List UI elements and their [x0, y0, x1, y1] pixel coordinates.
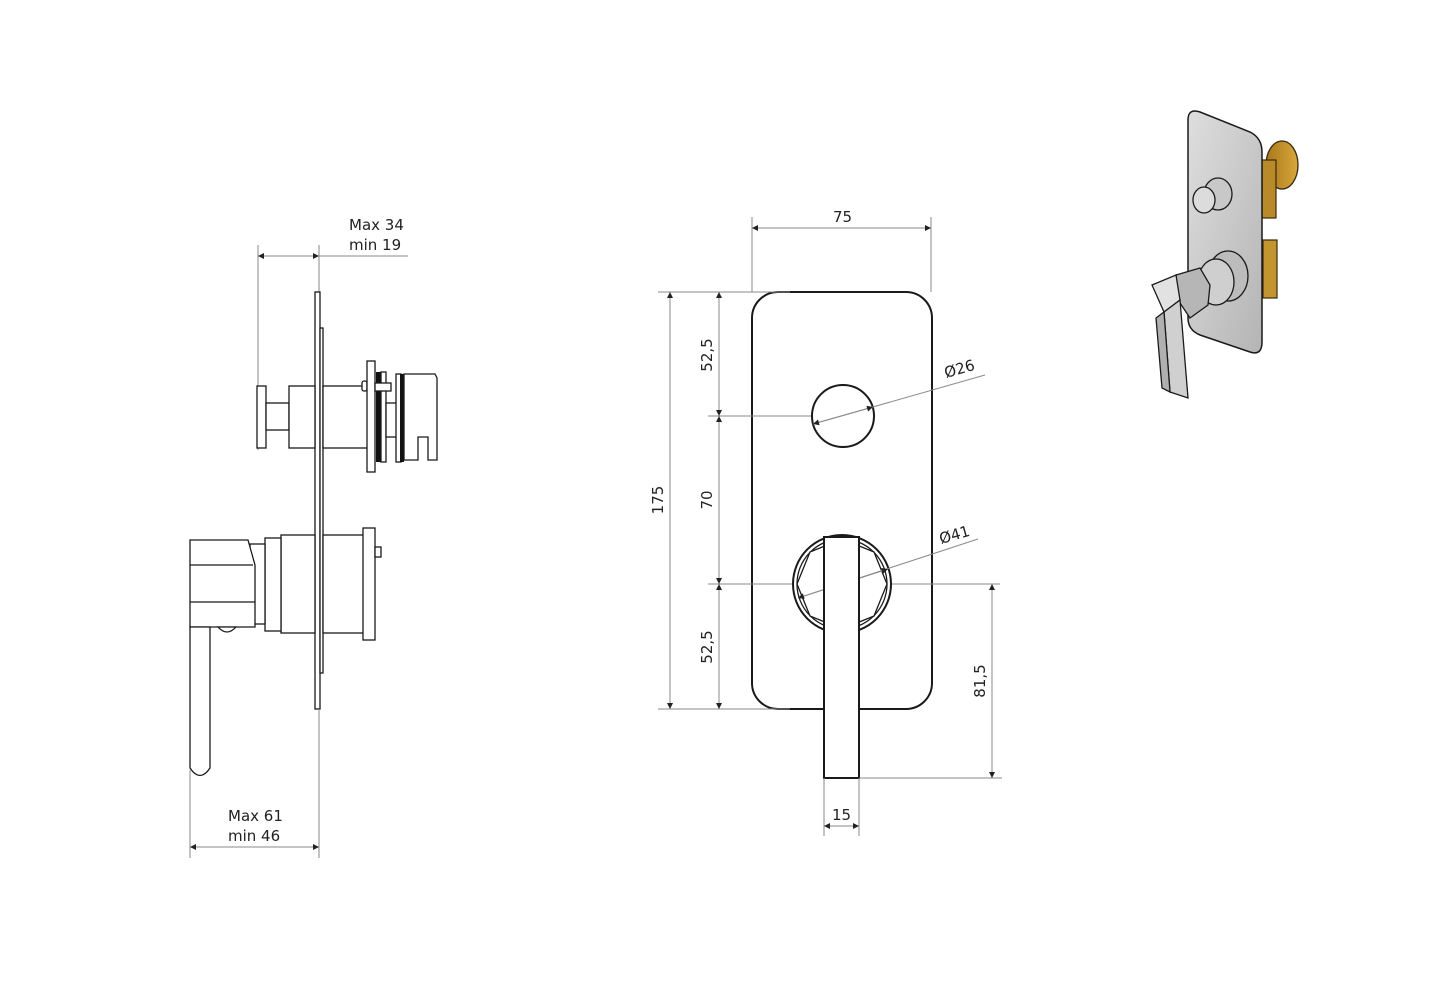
lever-front	[823, 536, 860, 779]
side-top-dimension: Max 34 min 19	[257, 216, 408, 450]
side-top-min-label: min 19	[349, 236, 401, 254]
side-top-max-label: Max 34	[349, 216, 404, 234]
lever-width-label: 15	[832, 806, 851, 824]
lever-handle-side	[189, 527, 382, 777]
knob-diameter-label: Ø26	[942, 356, 977, 382]
side-bottom-min-label: min 46	[228, 827, 280, 845]
side-bottom-dimension: Max 61 min 46	[189, 709, 320, 858]
diverter-knob-side	[256, 360, 438, 473]
mixer-3d-icon	[1151, 110, 1299, 399]
lever-width-dimension: 15	[823, 778, 860, 836]
lever-drop-label: 81,5	[971, 664, 989, 697]
middle-segment-label: 70	[698, 490, 716, 509]
side-view: Max 34 min 19	[189, 216, 438, 858]
total-height-label: 175	[649, 486, 667, 515]
bottom-segment-label: 52,5	[698, 630, 716, 663]
top-segment-label: 52,5	[698, 338, 716, 371]
wall-plate-lip	[319, 327, 324, 674]
wall-plate-profile	[314, 291, 321, 710]
front-view: 75 175 52,5 70 52,5 Ø26	[649, 208, 1002, 836]
lever-drop-dimension: 81,5	[859, 584, 1002, 779]
width-dimension: 75	[751, 208, 932, 292]
width-label: 75	[833, 208, 852, 226]
side-bottom-max-label: Max 61	[228, 807, 283, 825]
handle-diameter-label: Ø41	[937, 522, 972, 548]
